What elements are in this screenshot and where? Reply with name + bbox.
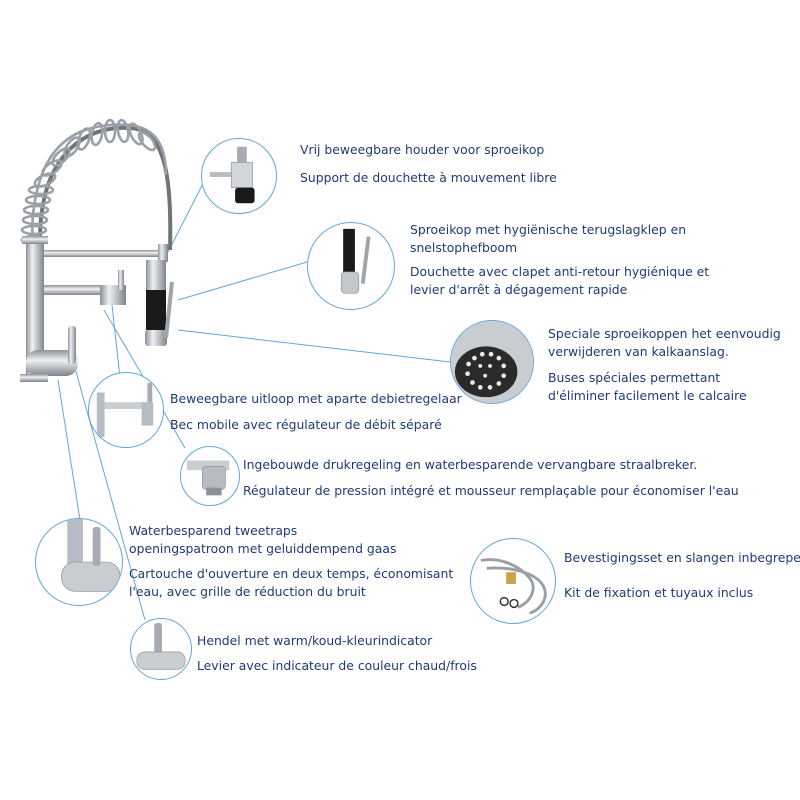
spray-head-grip <box>146 290 166 330</box>
cartridge-body <box>26 350 78 376</box>
spray-nozzles-icon <box>451 321 533 403</box>
spray-holder <box>158 244 168 262</box>
handle-label-nl: Hendel met warm/koud-kleurindicator <box>197 633 433 648</box>
feature-circle-sprayhead <box>307 222 395 310</box>
spout-label-nl: Beweegbare uitloop met aparte debietrege… <box>170 391 462 406</box>
flow-knob <box>118 270 124 290</box>
cartridge-body-icon <box>61 519 121 592</box>
cartridge-label-fr-line1: Cartouche d'ouverture en deux temps, éco… <box>129 566 454 581</box>
feature-circle-nozzles <box>450 320 534 404</box>
feature-circle-spout <box>88 372 164 448</box>
feature-circle-cartridge <box>35 518 123 606</box>
sprayhead-label-nl-line2: snelstophefboom <box>410 240 518 255</box>
holder-arm <box>44 250 162 257</box>
aerator-icon <box>186 460 230 496</box>
spray-head-sleeve <box>146 260 166 290</box>
swivel-spout-icon <box>96 382 154 438</box>
hoses-label-nl: Bevestigingsset en slangen inbegrepen <box>564 550 800 565</box>
swivel-spout <box>44 285 124 295</box>
connector-line-handle <box>69 349 146 621</box>
faucet-column <box>26 240 44 380</box>
sprayhead-label-nl-line1: Sproeikop met hygiënische terugslagklep … <box>410 222 687 237</box>
spray-head-lever-icon <box>340 228 371 294</box>
sprayhead-label-fr-line1: Douchette avec clapet anti-retour hygién… <box>410 264 710 279</box>
nozzles-label-nl-line2: verwijderen van kalkaanslag. <box>548 344 729 359</box>
cartridge-label-nl-line2: openingspatroon met geluiddempend gaas <box>129 541 397 556</box>
cartridge-label-nl-line1: Waterbesparend tweetraps <box>129 523 298 538</box>
holder-label-fr: Support de douchette à mouvement libre <box>300 170 557 185</box>
nozzles-label-fr-line1: Buses spéciales permettant <box>548 370 721 385</box>
nozzles-label-fr-line2: d'éliminer facilement le calcaire <box>548 388 747 403</box>
spray-lever <box>164 281 174 339</box>
handle-label-fr: Levier avec indicateur de couleur chaud/… <box>197 658 477 673</box>
holder-label-nl: Vrij beweegbare houder voor sproeikop <box>300 142 545 157</box>
feature-circle-hoses <box>470 538 556 624</box>
spray-holder-icon <box>209 146 255 204</box>
feature-circle-holder <box>201 138 277 214</box>
spout-label-fr: Bec mobile avec régulateur de débit sépa… <box>170 417 442 432</box>
hoses-label-fr: Kit de fixation et tuyaux inclus <box>564 585 754 600</box>
nozzles-label-nl-line1: Speciale sproeikoppen het eenvoudig <box>548 326 781 341</box>
connector-line-nozzles <box>177 329 451 363</box>
connector-line-sprayhead <box>177 261 308 301</box>
connector-line-cartridge <box>57 379 81 521</box>
feature-circle-aerator <box>180 446 240 506</box>
handle-lever-icon <box>136 622 186 670</box>
cartridge-label-fr-line2: l'eau, avec grille de réduction du bruit <box>129 584 366 599</box>
feature-circle-handle <box>130 618 192 680</box>
hoses-kit-icon <box>480 558 547 615</box>
sprayhead-label-fr-line2: levier d'arrêt à dégagement rapide <box>410 282 628 297</box>
aerator-label-fr: Régulateur de pression intégré et mousse… <box>243 483 739 498</box>
handle-lever <box>68 326 76 364</box>
connector-line-spout <box>111 304 121 379</box>
spring-coil-icon <box>20 118 168 251</box>
aerator-label-nl: Ingebouwde drukregeling en waterbesparen… <box>243 457 698 472</box>
